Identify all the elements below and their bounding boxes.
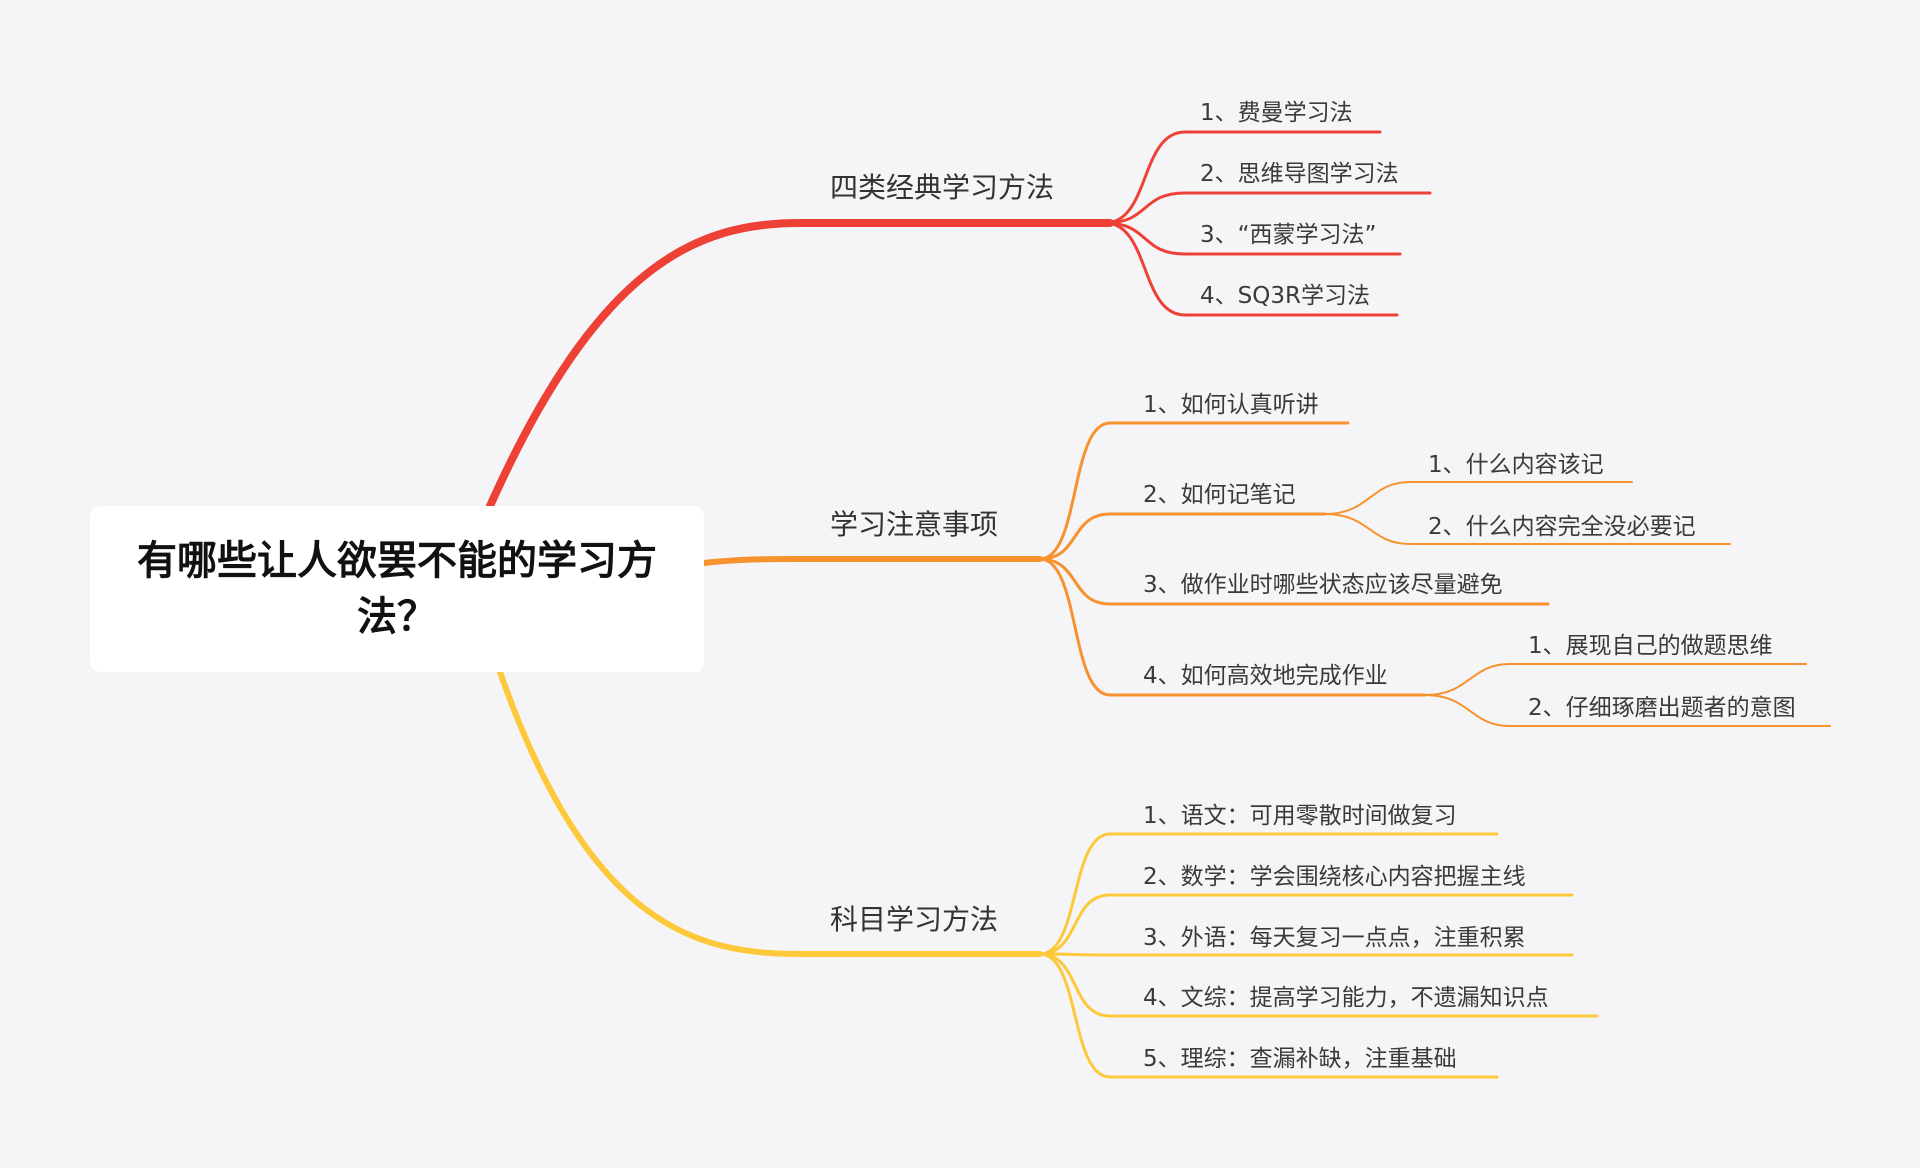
connector-root-branch3 [497,669,1043,957]
connector-leaf [1324,481,1633,515]
branch-label: 科目学习方法 [830,903,999,936]
leaf-node[interactable]: 2、仔细琢磨出题者的意图 [1528,688,1796,722]
leaf-node[interactable]: 2、什么内容完全没必要记 [1428,507,1696,541]
connector-leaf [1324,513,1731,545]
connector-root-branch2 [701,556,1043,566]
connector-leaf [1038,893,1574,956]
leaf-label: 1、什么内容该记 [1428,452,1604,478]
branch-node-study-notes[interactable]: 学习注意事项 [830,503,998,543]
subbranch-node[interactable]: 2、如何记笔记 [1143,475,1296,509]
leaf-node[interactable]: 1、费曼学习法 [1200,93,1353,127]
connector-leaf [1424,694,1831,727]
leaf-node[interactable]: 1、展现自己的做题思维 [1528,626,1773,660]
leaf-node[interactable]: 3、“西蒙学习法” [1200,215,1376,249]
connector-leaf [1103,130,1382,225]
connector-subbranch [1038,557,1550,606]
leaf-node[interactable]: 4、SQ3R学习法 [1200,276,1370,310]
branch-label: 四类经典学习方法 [830,171,1055,204]
subbranch-label: 3、做作业时哪些状态应该尽量避免 [1143,572,1503,598]
subbranch-label: 4、如何高效地完成作业 [1143,663,1388,689]
connector-subbranch [1038,421,1350,561]
leaf-label: 4、SQ3R学习法 [1200,283,1370,309]
leaf-label: 2、数学：学会围绕核心内容把握主线 [1143,864,1526,890]
leaf-node[interactable]: 3、外语：每天复习一点点，注重积累 [1143,918,1526,952]
connector-leaf [1103,221,1402,256]
leaf-node[interactable]: 1、语文：可用零散时间做复习 [1143,796,1457,830]
connector-leaf [1424,663,1807,696]
subbranch-node[interactable]: 3、做作业时哪些状态应该尽量避免 [1143,565,1503,599]
connector-root-branch1 [486,219,1114,510]
connector-leaf [1038,952,1499,1079]
branch-label: 学习注意事项 [830,508,999,541]
connector-leaf [1103,191,1432,225]
leaf-label: 2、思维导图学习法 [1200,161,1399,187]
leaf-node[interactable]: 2、数学：学会围绕核心内容把握主线 [1143,857,1526,891]
root-node[interactable]: 有哪些让人欲罢不能的学习方法？ [90,506,704,672]
branch-node-subject-methods[interactable]: 科目学习方法 [830,898,998,938]
connector-leaf [1038,952,1599,1018]
leaf-label: 2、什么内容完全没必要记 [1428,514,1696,540]
subbranch-node[interactable]: 1、如何认真听讲 [1143,385,1319,419]
leaf-label: 4、文综：提高学习能力，不遗漏知识点 [1143,985,1549,1011]
leaf-node[interactable]: 1、什么内容该记 [1428,445,1604,479]
connector-subbranch [1038,557,1427,697]
branch-node-classic-methods[interactable]: 四类经典学习方法 [830,166,1054,206]
subbranch-label: 2、如何记笔记 [1143,482,1296,508]
connector-subbranch [1038,512,1327,561]
leaf-label: 1、语文：可用零散时间做复习 [1143,803,1457,829]
leaf-label: 5、理综：查漏补缺，注重基础 [1143,1046,1457,1072]
leaf-label: 1、展现自己的做题思维 [1528,633,1773,659]
leaf-label: 3、“西蒙学习法” [1200,222,1377,248]
leaf-label: 3、外语：每天复习一点点，注重积累 [1143,925,1526,951]
leaf-node[interactable]: 2、思维导图学习法 [1200,154,1399,188]
connector-leaf [1038,952,1574,957]
leaf-node[interactable]: 4、文综：提高学习能力，不遗漏知识点 [1143,978,1549,1012]
connector-leaf [1038,832,1499,956]
root-title: 有哪些让人欲罢不能的学习方法？ [137,538,657,640]
connector-leaf [1103,221,1399,317]
leaf-label: 2、仔细琢磨出题者的意图 [1528,695,1796,721]
subbranch-node[interactable]: 4、如何高效地完成作业 [1143,656,1388,690]
leaf-node[interactable]: 5、理综：查漏补缺，注重基础 [1143,1039,1457,1073]
subbranch-label: 1、如何认真听讲 [1143,392,1319,418]
leaf-label: 1、费曼学习法 [1200,100,1353,126]
